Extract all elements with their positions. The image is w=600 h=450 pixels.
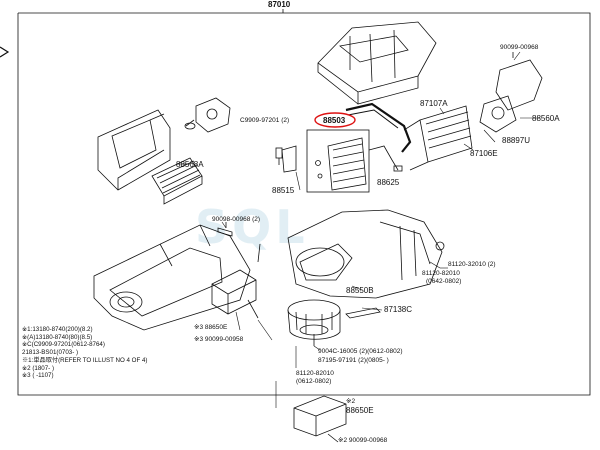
lower-housing-right bbox=[287, 209, 445, 299]
leader-lines bbox=[176, 51, 540, 408]
assembly-number: 87010 bbox=[268, 0, 291, 9]
footnote-line: ※1:単品取付(REFER TO ILLUST NO 4 OF 4) bbox=[22, 356, 148, 364]
part-label-C9909: C9909-97201 (2) bbox=[240, 117, 290, 124]
part-label-90099-bottom: ※2 90099-00968 bbox=[338, 437, 388, 444]
blower-housing-left bbox=[97, 109, 171, 191]
part-label-90098: 90098-00968 (2) bbox=[212, 216, 261, 223]
part-label-88650E-lower: 88650E bbox=[346, 406, 374, 415]
footnote-line: ※C(C9909-97201(0612-8764) bbox=[22, 341, 105, 349]
part-label-88650E-upper: ※3 88650E bbox=[194, 324, 228, 331]
part-label-88625: 88625 bbox=[377, 178, 400, 187]
upper-housing bbox=[317, 21, 437, 105]
clip-part bbox=[275, 147, 283, 159]
footnote-line: ※1:13180-8740(200)(8.2) bbox=[22, 326, 93, 333]
heater-core bbox=[403, 105, 473, 171]
bolt-upper bbox=[217, 227, 233, 237]
highlight-oval bbox=[314, 112, 356, 128]
part-label-87138C: 87138C bbox=[384, 305, 413, 314]
part-label-81120-b: 81120-82010 bbox=[422, 270, 460, 277]
part-label-81120-lower: 81120-82010 bbox=[296, 370, 334, 377]
sensor-part bbox=[281, 145, 297, 173]
heater-pipe bbox=[345, 102, 412, 153]
seal-strip bbox=[345, 307, 381, 319]
part-label-88503: 88503 bbox=[323, 116, 346, 125]
pointer-icon bbox=[0, 46, 10, 58]
part-label-81120-a: 81120-32010 (2) bbox=[448, 261, 496, 268]
blower-resistor-upper bbox=[211, 269, 259, 319]
part-label-9004C: 9004C-16005 (2)(0612-0802) bbox=[318, 348, 403, 355]
blower-resistor-lower bbox=[293, 395, 347, 443]
assembly-frame bbox=[17, 12, 591, 396]
part-label-87195: 87195-97191 (2)(0805- ) bbox=[318, 357, 389, 364]
part-label-88568A: 88568A bbox=[176, 160, 204, 169]
footnote-line: 21813-BS01(0703- ) bbox=[22, 349, 79, 357]
part-label-87106E: 87106E bbox=[470, 149, 498, 158]
part-label-81120-b-date: (0642-0802) bbox=[426, 278, 462, 285]
footnote-line: ※(A)13180-8740(80)(8.5) bbox=[22, 333, 93, 341]
footnote-line: ※2 (1807- ) bbox=[22, 364, 55, 372]
watermark: SQL bbox=[195, 200, 309, 254]
blower-motor bbox=[287, 299, 341, 346]
part-label-88650E-lower-mark: ※2 bbox=[346, 398, 356, 405]
footnote-line: ※3 ( -1107) bbox=[22, 372, 54, 380]
evaporator-frame bbox=[306, 129, 370, 193]
sensor-wire bbox=[368, 145, 399, 171]
air-filter bbox=[151, 157, 203, 205]
part-label-90099-top: 90099-00968 bbox=[500, 44, 539, 51]
part-label-81120-lower-date: (0612-0802) bbox=[296, 378, 332, 385]
footnotes: ※1:13180-8740(200)(8.2) ※(A)13180-8740(8… bbox=[22, 326, 148, 380]
part-label-88560A: 88560A bbox=[532, 114, 560, 123]
part-label-88515: 88515 bbox=[272, 186, 295, 195]
part-label-90099-00958: ※3 90099-00958 bbox=[194, 336, 244, 343]
part-label-88550B: 88550B bbox=[346, 286, 374, 295]
part-label-88897U: 88897U bbox=[502, 136, 531, 145]
lower-housing-left bbox=[93, 224, 251, 331]
damper-actuator-upper bbox=[184, 97, 231, 133]
damper-actuator-right bbox=[479, 52, 543, 133]
part-label-87107A: 87107A bbox=[420, 99, 448, 108]
